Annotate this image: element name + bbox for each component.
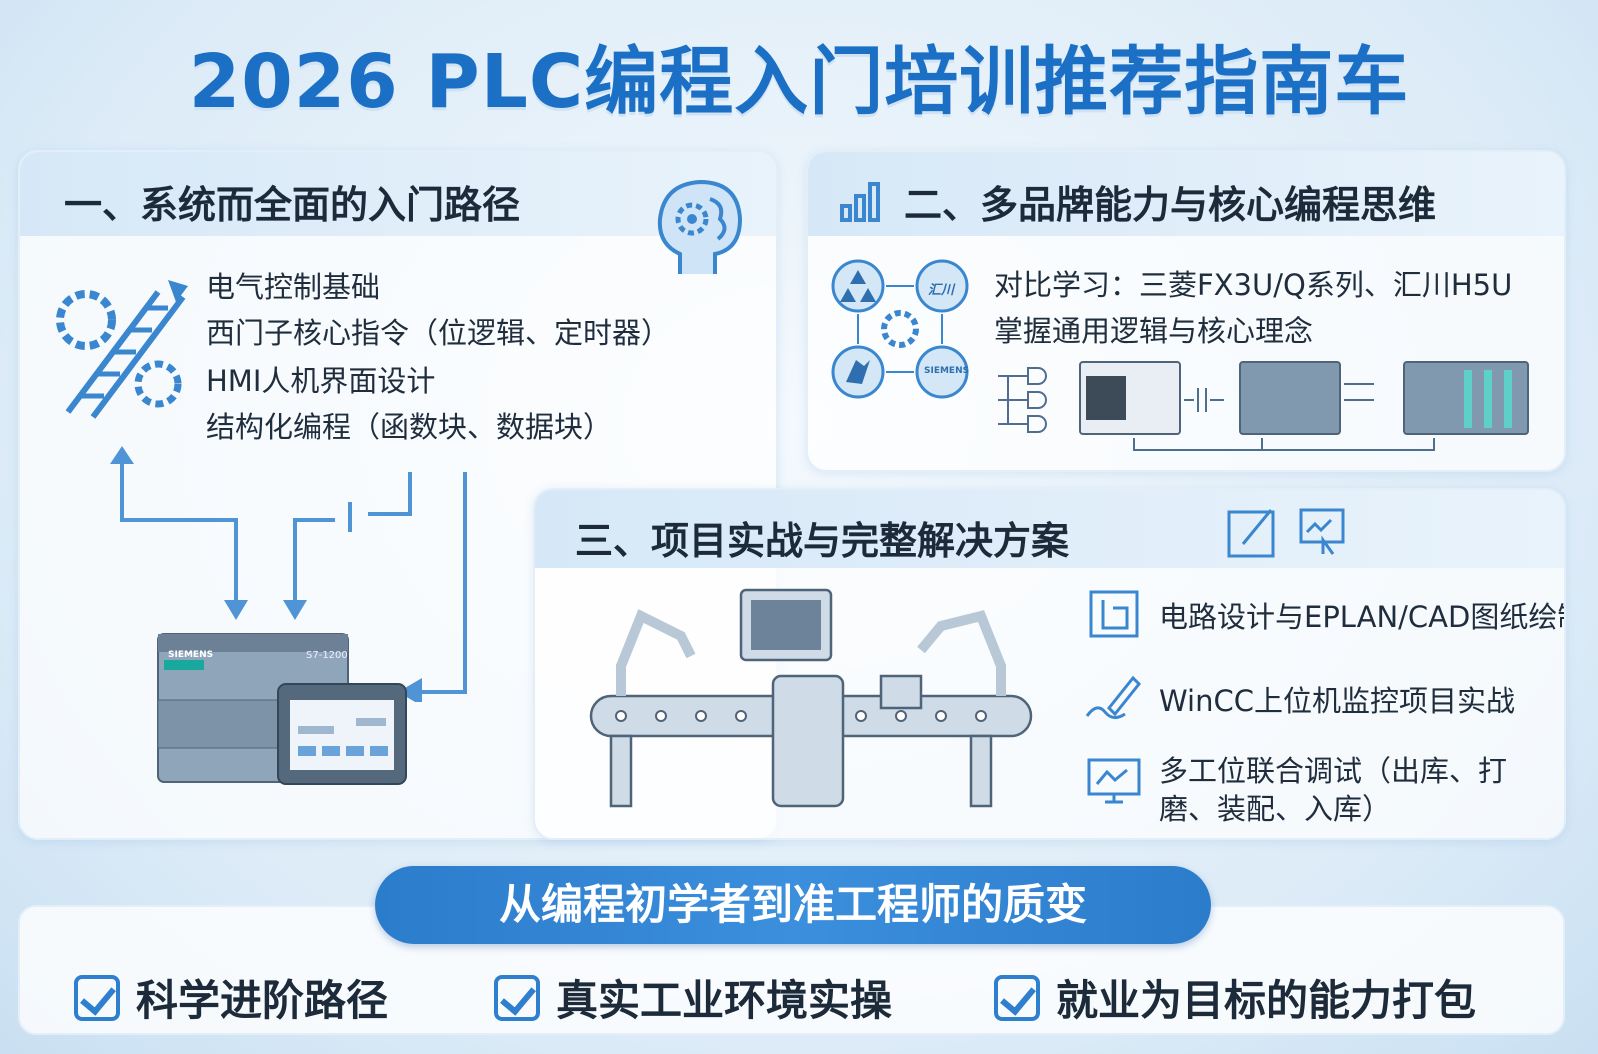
highlight-label: 科学进阶路径 [136,976,389,1025]
section1-item: HMI人机界面设计 [206,364,436,398]
section1-item: 西门子核心指令（位逻辑、定时器） [206,316,671,350]
brain-gear-icon [657,179,743,274]
section1-item: 电气控制基础 [206,270,381,304]
highlight-item: 就业为目标的能力打包 [994,967,1476,1028]
plc-hmi-illustration [157,633,407,785]
bar-chart-icon [840,182,880,222]
monitor-chart-icon [1087,758,1141,804]
pen-signature-icon [1085,675,1142,719]
highlight-item: 真实工业环境实操 [494,967,892,1028]
flow-arrows [110,446,467,702]
section2-item: 对比学习：三菱FX3U/Q系列、汇川H5U [994,268,1513,302]
section2-item: 掌握通用逻辑与核心理念 [994,314,1314,348]
page-title: 2026 PLC编程入门培训推荐指南车 [188,39,1410,125]
checkbox-icon [494,974,540,1021]
banner: 从编程初学者到准工程师的质变 [375,866,1211,944]
brand-siemens: SIEMENS [924,366,970,376]
plc-model-label: S7-1200 [306,650,348,661]
section1-item: 结构化编程（函数块、数据块） [206,410,613,444]
robotic-assembly-line-illustration [589,588,1033,808]
section-project-practice: 三、项目实战与完整解决方案 电路设计与EPLAN/CAD图纸绘制 WinCC上位… [533,488,1566,840]
highlight-label: 就业为目标的能力打包 [1056,976,1477,1025]
brand-inovance: 汇川 [928,283,955,298]
section3-item: WinCC上位机监控项目实战 [1159,684,1515,718]
checkbox-icon [994,974,1040,1021]
circuit-blueprint-icon [1089,590,1139,638]
section3-item: 多工位联合调试（出库、打磨、装配、入库） [1159,754,1508,826]
plc-logic-illustration [998,361,1529,451]
highlight-label: 真实工业环境实操 [556,976,893,1025]
section3-item: 电路设计与EPLAN/CAD图纸绘制 [1159,600,1566,634]
section-multi-brand: 二、多品牌能力与核心编程思维 汇川 SIEMENS 对比学习：三菱FX3U/Q系… [806,150,1566,472]
highlight-item: 科学进阶路径 [74,967,388,1028]
section1-heading: 一、系统而全面的入门路径 [64,183,521,227]
checkbox-icon [74,974,120,1021]
section2-heading: 二、多品牌能力与核心编程思维 [904,183,1437,227]
blueprint-pencil-icon [1227,508,1345,558]
section3-heading: 三、项目实战与完整解决方案 [575,519,1070,563]
brand-cycle-icon [831,259,969,399]
plc-brand-label: SIEMENS [168,650,214,660]
gear-ladder-icon [56,280,188,419]
